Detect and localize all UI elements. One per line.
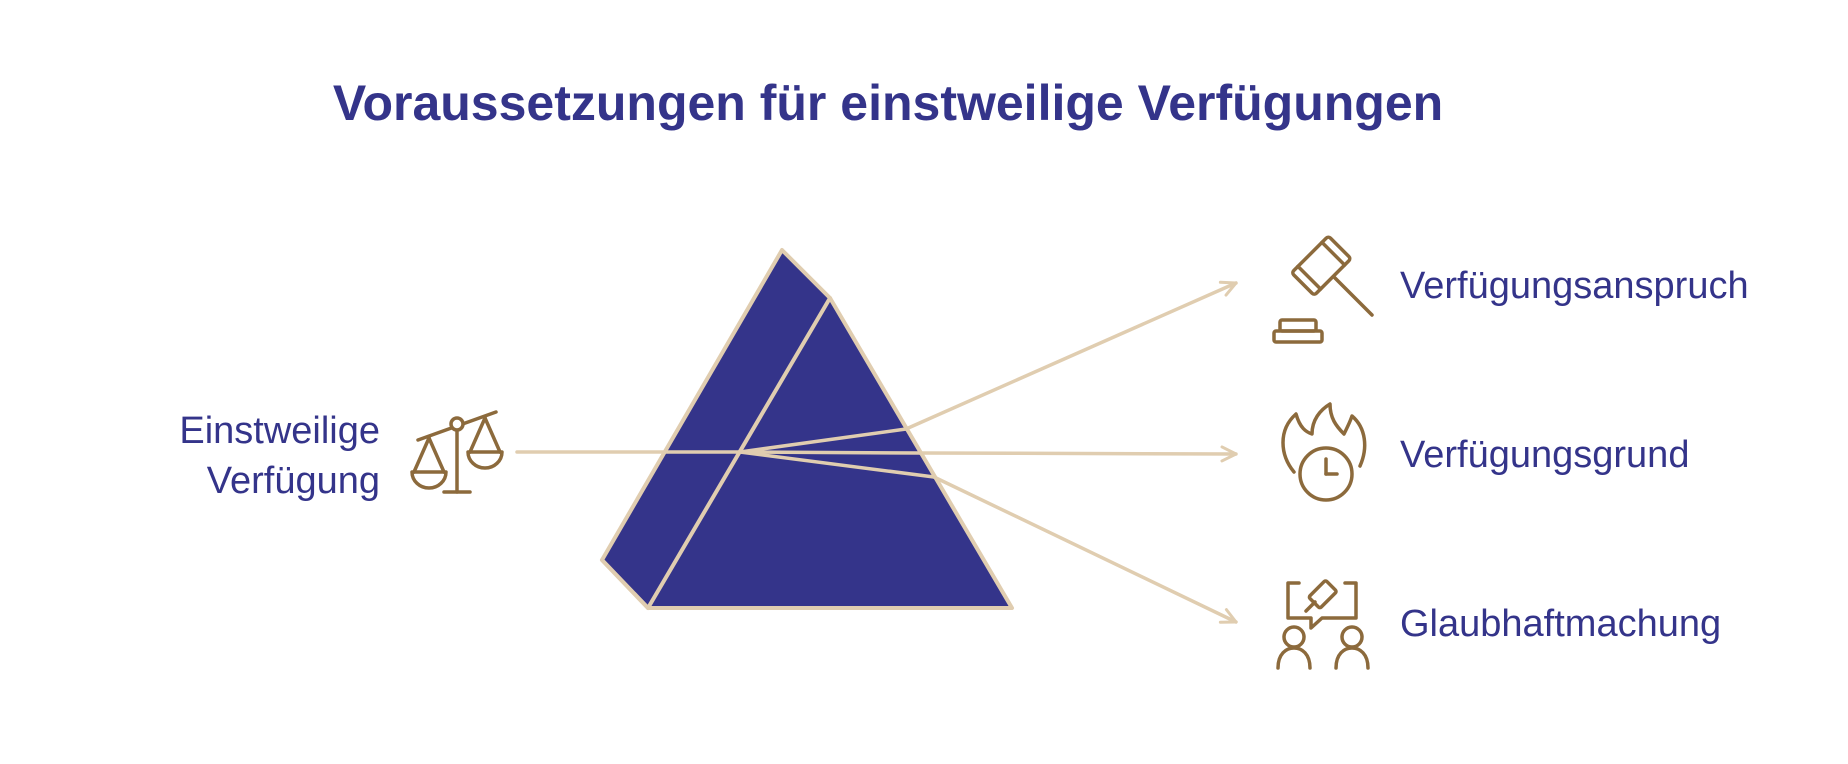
refracted-beam-top (738, 427, 908, 454)
output-label-verfuegungsanspruch: Verfügungsanspruch (1400, 265, 1749, 307)
output-label-glaubhaftmachung: Glaubhaftmachung (1400, 603, 1721, 645)
arrow-to-verfuegungsgrund (918, 445, 1238, 463)
gavel-icon (1272, 235, 1374, 344)
input-label-line1: Einstweilige (179, 410, 380, 452)
refracted-beam-middle (738, 450, 922, 455)
discussion-people-icon (1276, 579, 1370, 670)
input-label-line2: Verfügung (207, 460, 380, 502)
output-label-verfuegungsgrund: Verfügungsgrund (1400, 434, 1689, 476)
diagram-title: Voraussetzungen für einstweilige Verfügu… (333, 75, 1443, 131)
light-beams (515, 280, 1238, 624)
arrow-to-verfuegungsanspruch (904, 280, 1238, 431)
scales-of-justice-icon (410, 410, 504, 494)
refracted-beam-bottom (738, 450, 936, 479)
arrow-to-glaubhaftmachung (932, 475, 1238, 624)
prism (600, 248, 1014, 610)
urgent-clock-icon (1281, 402, 1367, 502)
